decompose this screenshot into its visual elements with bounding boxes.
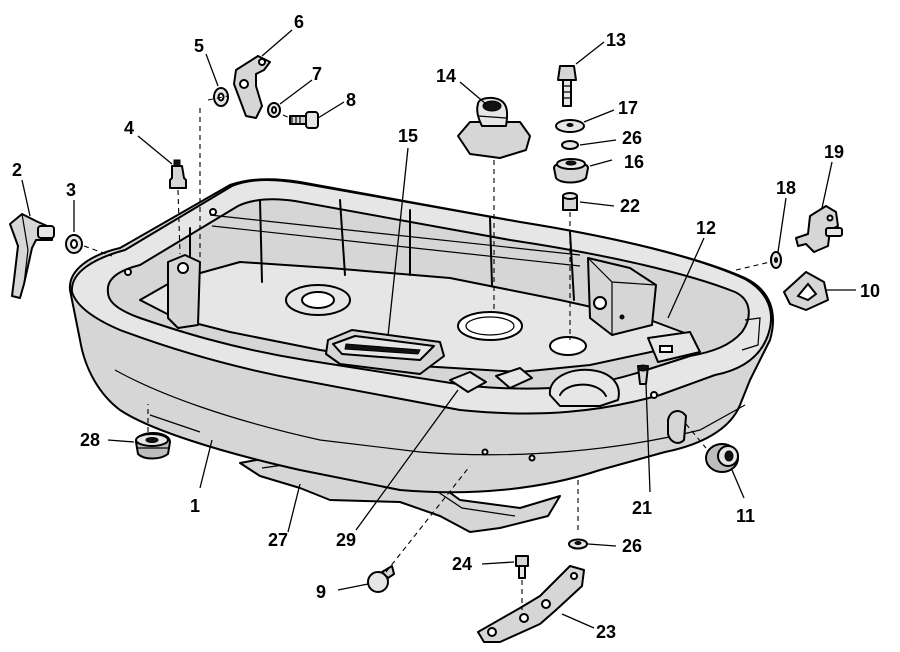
part-9-plug [367,565,395,593]
callout-15: 15 [398,126,418,146]
part-26-top-washer [561,140,579,150]
part-18-washer [770,251,782,269]
callout-3: 3 [66,180,76,200]
part-16-grommet [553,158,589,184]
callout-27: 27 [268,530,288,550]
part-19-connector [795,205,843,253]
callout-7: 7 [312,64,322,84]
callout-22: 22 [620,196,640,216]
callout-18: 18 [776,178,796,198]
part-17-washer [555,119,585,133]
part-26-bottom-washer [568,538,588,550]
part-15-grommet-plate [325,329,445,375]
callout-24: 24 [452,554,472,574]
part-1-lower-cowl [68,178,774,494]
part-8-bolt [289,111,319,129]
callout-labels: 1 2 3 4 5 6 7 8 9 10 11 12 13 14 15 16 1… [12,12,880,642]
assembly-lines [83,95,771,610]
callout-17: 17 [618,98,638,118]
callout-26-bottom: 26 [622,536,642,556]
callout-21: 21 [632,498,652,518]
part-2-lever [9,213,55,299]
callout-2: 2 [12,160,22,180]
part-5-washer [213,87,229,107]
callout-8: 8 [346,90,356,110]
part-23-bracket [477,565,585,643]
part-13-bolt [557,65,577,107]
callout-6: 6 [294,12,304,32]
part-11-grommet [705,443,739,473]
callout-9: 9 [316,582,326,602]
part-3-washer [65,234,83,254]
callout-28: 28 [80,430,100,450]
callout-5: 5 [194,36,204,56]
part-6-latch-hook [233,55,271,119]
part-21-screw [637,364,649,385]
callout-26-top: 26 [622,128,642,148]
callout-10: 10 [860,281,880,301]
part-4-fitting [169,159,187,189]
part-28-grommet [135,432,171,460]
part-14-grommet [457,96,531,159]
part-29-clip [449,367,533,393]
callout-11: 11 [736,506,755,526]
callout-12: 12 [696,218,716,238]
callout-4: 4 [124,118,134,138]
callout-14: 14 [436,66,456,86]
part-22-sleeve [562,192,578,211]
callout-29: 29 [336,530,356,550]
part-7-washer [267,102,281,118]
callout-19: 19 [824,142,844,162]
callout-23: 23 [596,622,616,642]
callout-13: 13 [606,30,626,50]
leader-lines [21,29,856,629]
callout-1: 1 [190,496,200,516]
callout-16: 16 [624,152,644,172]
part-24-screw [515,555,529,579]
part-10-clip [783,271,829,311]
